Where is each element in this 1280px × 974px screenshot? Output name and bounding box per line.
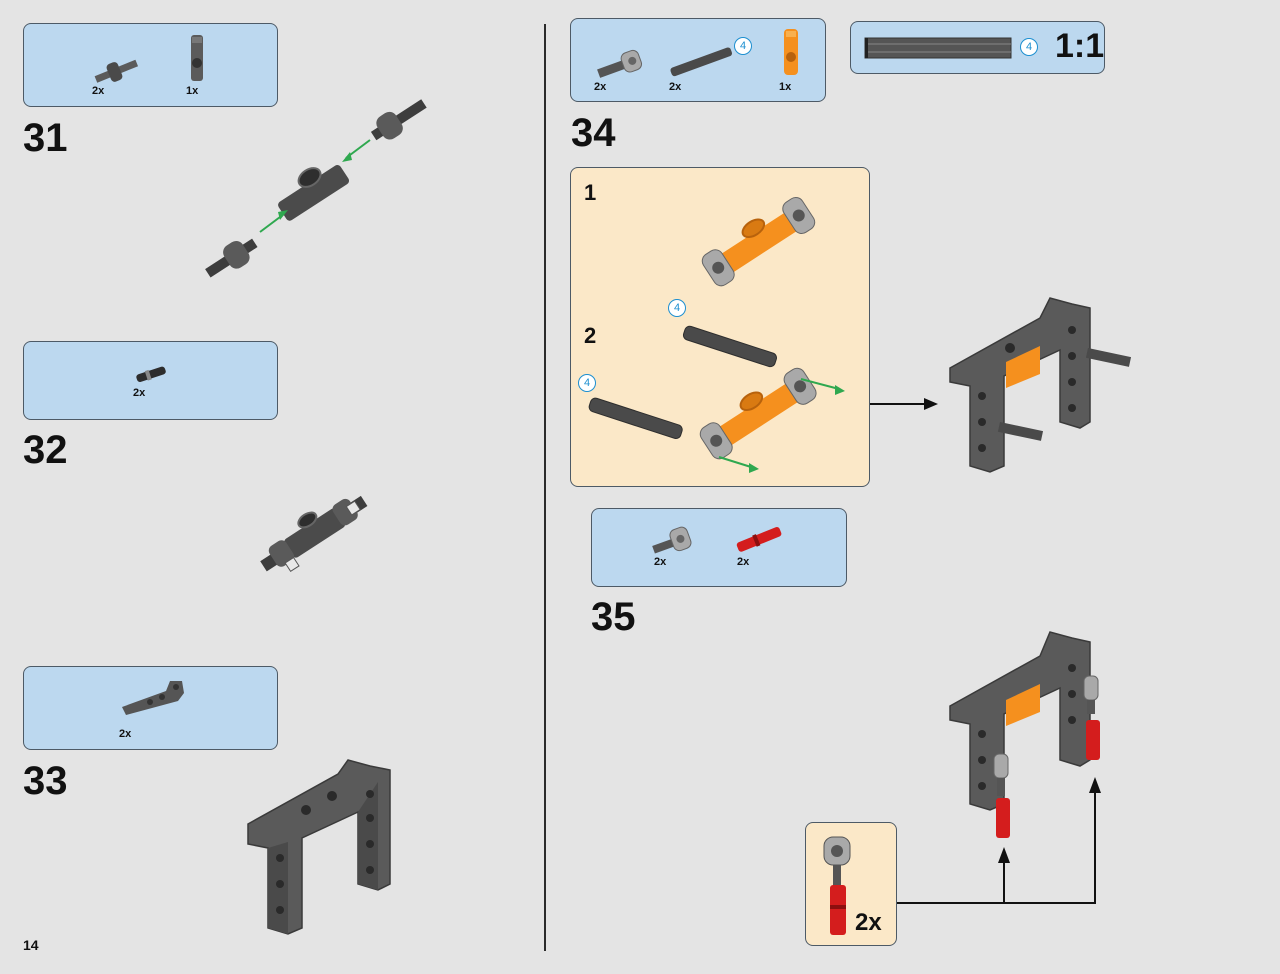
parts-box-step-33: 2x <box>23 666 278 750</box>
scale-label: 1:1 <box>1055 27 1105 65</box>
connector-with-red-pin-icon <box>823 836 851 935</box>
step-number: 31 <box>23 116 68 160</box>
length-badge: 4 <box>578 374 596 392</box>
substep-number: 1 <box>584 180 597 205</box>
parts-qty: 2x <box>654 556 667 568</box>
axle-icon <box>670 47 732 77</box>
page-divider <box>544 24 546 951</box>
step-34-assembly <box>949 297 1132 473</box>
callout-arrow <box>870 398 938 410</box>
parts-qty: 2x <box>133 387 146 399</box>
step-35-assembly <box>949 631 1100 838</box>
step-35-arrows <box>897 777 1101 904</box>
subassembly-callout: 2x <box>805 822 897 946</box>
parts-qty: 1x <box>779 81 792 93</box>
step-32-assembly <box>260 495 368 573</box>
beam-icon <box>122 681 184 715</box>
parts-qty: 1x <box>186 85 199 97</box>
parts-box-step-31: 2x 1x <box>23 23 278 107</box>
step-number: 34 <box>571 111 616 155</box>
axle-connector-icon <box>652 526 692 554</box>
length-badge: 4 <box>734 37 752 55</box>
substep-callout: 1 2 4 4 <box>570 167 870 487</box>
step-number: 32 <box>23 428 68 472</box>
parts-box-step-32: 2x <box>23 341 278 420</box>
bush-axle-icon <box>94 59 139 83</box>
pin-icon <box>136 366 166 382</box>
orange-connector-icon <box>784 29 798 75</box>
step-number: 33 <box>23 759 68 803</box>
substep-number: 2 <box>584 323 597 348</box>
step-31-assembly <box>205 99 427 278</box>
scale-reference-box: 4 1:1 <box>850 21 1105 74</box>
substep-1-assembly <box>701 196 816 287</box>
step-33-assembly <box>247 759 391 935</box>
length-badge: 4 <box>1020 38 1038 56</box>
parts-box-step-34: 2x 4 2x 1x <box>570 18 826 102</box>
subassembly-qty: 2x <box>855 909 882 936</box>
substep-2-assembly <box>588 325 845 473</box>
parts-qty: 2x <box>737 556 750 568</box>
red-pin-icon <box>736 527 782 552</box>
parts-qty: 2x <box>119 728 132 740</box>
axle-scale-icon <box>864 37 1012 59</box>
length-badge: 4 <box>668 299 686 317</box>
parts-qty: 2x <box>92 85 105 97</box>
parts-box-step-35: 2x 2x <box>591 508 847 587</box>
parts-qty: 2x <box>669 81 682 93</box>
step-number: 35 <box>591 595 636 639</box>
page-number: 14 <box>23 937 39 953</box>
parts-qty: 2x <box>594 81 607 93</box>
connector-icon <box>191 35 203 81</box>
axle-connector-icon <box>597 49 643 78</box>
